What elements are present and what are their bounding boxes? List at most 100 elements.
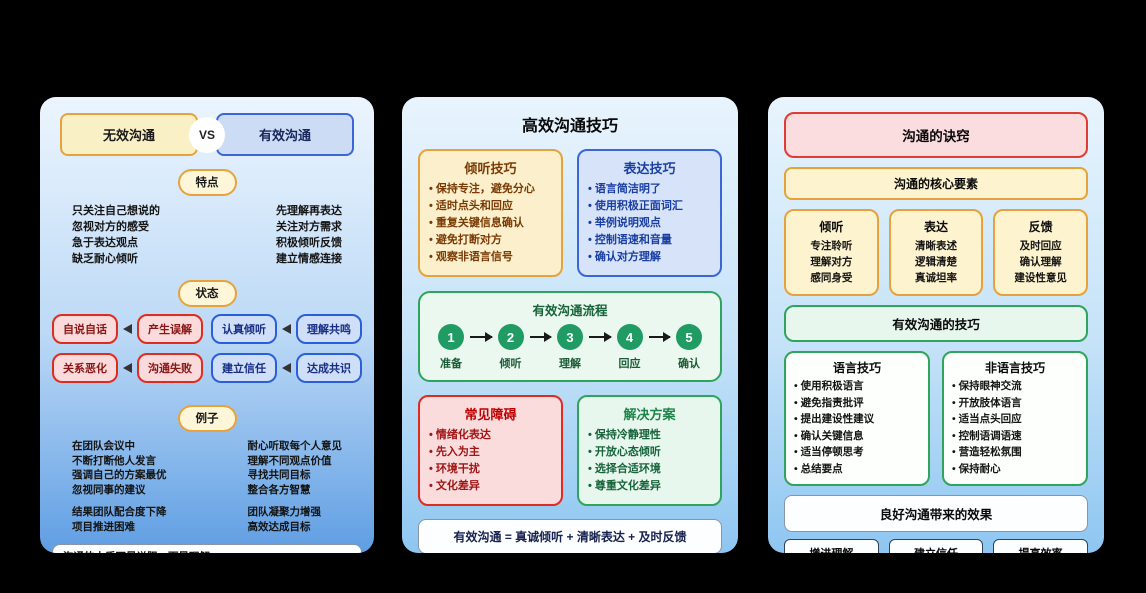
- card-item: 理解对方: [810, 256, 853, 268]
- listening-skills-list: 保持专注，避免分心 适时点头和回应 重复关键信息确认 避免打断对方 观察非语言信…: [429, 181, 552, 266]
- card-item: 真诚坦率: [915, 272, 957, 284]
- communication-formula: 有效沟通 = 真诚倾听 + 清晰表达 + 及时反馈: [418, 519, 722, 553]
- flow-step: 3 理解: [551, 324, 589, 371]
- card-item: 感同身受: [810, 272, 853, 284]
- positive-examples-list: 耐心听取每个人意见 理解不同观点价值 寻找共同目标 整合各方智慧 团队凝聚力增强…: [248, 439, 343, 534]
- status-node: 达成共识: [296, 353, 362, 383]
- skill-item: 适时点头和回应: [429, 198, 552, 215]
- flow-steps: 1 准备 2 倾听 3 理解 4 回应: [432, 324, 708, 371]
- verbal-item: 提出建设性建议: [794, 411, 920, 428]
- arrow-right-icon: [470, 332, 492, 342]
- solution-item: 开放心态倾听: [588, 444, 711, 461]
- examples-columns: 在团队会议中 不断打断他人发言 强调自己的方案最优 忽视同事的建议 结果团队配合…: [40, 439, 374, 534]
- solutions-box: 解决方案 保持冷静理性 开放心态倾听 选择合适环境 尊重文化差异: [577, 395, 722, 506]
- feature-item: 积极倾听反馈: [276, 237, 342, 249]
- skill-item: 控制语速和音量: [588, 232, 711, 249]
- status-section: 自说自话 产生误解 关系恶化 沟通失败 认真倾听 理解共鸣 建立信任: [40, 314, 374, 392]
- card-title: 反馈: [1028, 220, 1053, 234]
- effective-title-box: 有效沟通: [216, 113, 354, 156]
- nonverbal-item: 控制语调语速: [952, 428, 1078, 445]
- positive-status-group: 认真倾听 理解共鸣 建立信任 达成共识: [211, 314, 362, 392]
- example-result: 项目推进困难: [72, 520, 135, 533]
- box-title: 表达技巧: [623, 161, 676, 176]
- skill-item: 语言简洁明了: [588, 181, 711, 198]
- verbal-item: 适当停顿思考: [794, 444, 920, 461]
- feature-item: 忽视对方的感受: [72, 221, 149, 233]
- core-elements-header: 沟通的核心要素: [784, 167, 1088, 200]
- verbal-item: 避免指责批评: [794, 395, 920, 412]
- vs-header: 无效沟通 VS 有效沟通: [40, 113, 374, 156]
- nonverbal-item: 适当点头回应: [952, 411, 1078, 428]
- arrow-right-icon: [648, 332, 671, 342]
- ineffective-features-list: 只关注自己想说的 忽视对方的感受 急于表达观点 缺乏耐心倾听: [72, 203, 160, 267]
- example-result: 高效达成目标: [247, 520, 311, 533]
- nonverbal-item: 保持眼神交流: [952, 378, 1078, 395]
- obstacle-item: 环境干扰: [429, 461, 552, 478]
- step-number: 2: [497, 324, 524, 350]
- solutions-list: 保持冷静理性 开放心态倾听 选择合适环境 尊重文化差异: [588, 427, 711, 495]
- flow-title: 有效沟通流程: [532, 304, 608, 318]
- effective-skills-header: 有效沟通的技巧: [784, 305, 1088, 342]
- card-item: 逻辑清楚: [915, 256, 957, 268]
- arrow-left-icon: [282, 324, 291, 334]
- core-card-expressing: 表达 清晰表述 逻辑清楚 真诚坦率: [888, 209, 984, 296]
- status-node: 建立信任: [211, 353, 277, 383]
- box-title: 常见障碍: [464, 407, 517, 422]
- card-item: 专注聆听: [810, 240, 853, 252]
- card-item: 确认理解: [1019, 256, 1062, 268]
- verbal-nonverbal-row: 语言技巧 使用积极语言 避免指责批评 提出建设性建议 确认关键信息 适当停顿思考…: [784, 351, 1088, 486]
- card-item: 及时回应: [1019, 240, 1062, 252]
- expressing-skills-list: 语言简洁明了 使用积极正面词汇 举例说明观点 控制语速和音量 确认对方理解: [588, 181, 711, 266]
- example-result: 结果团队配合度下降: [72, 506, 167, 518]
- nonverbal-skills-box: 非语言技巧 保持眼神交流 开放肢体语言 适当点头回应 控制语调语速 营造轻松氛围…: [942, 351, 1088, 486]
- feature-item: 先理解再表达: [276, 205, 342, 217]
- status-node: 理解共鸣: [296, 314, 362, 344]
- step-number: 5: [676, 324, 702, 350]
- features-columns: 只关注自己想说的 忽视对方的感受 急于表达观点 缺乏耐心倾听 先理解再表达 关注…: [40, 203, 374, 267]
- skill-item: 重复关键信息确认: [429, 215, 552, 232]
- example-item: 忽视同事的建议: [72, 483, 146, 496]
- example-item: 整合各方智慧: [247, 483, 311, 496]
- solution-item: 尊重文化差异: [588, 478, 711, 495]
- obstacle-item: 先入为主: [429, 444, 552, 461]
- effect-item: 增进理解: [784, 539, 879, 553]
- nonverbal-item: 开放肢体语言: [952, 395, 1078, 412]
- skill-item: 观察非语言信号: [429, 249, 552, 266]
- feature-item: 关注对方需求: [276, 221, 342, 233]
- box-title: 语言技巧: [832, 361, 881, 375]
- card-title: 倾听: [819, 220, 844, 234]
- effects-row: 增进理解 建立信任 提高效率: [784, 539, 1089, 553]
- card-item: 建设性意见: [1014, 272, 1067, 284]
- obstacle-item: 文化差异: [429, 478, 552, 495]
- arrow-right-icon: [589, 332, 611, 342]
- skill-item: 保持专注，避免分心: [429, 181, 552, 198]
- effects-header: 良好沟通带来的效果: [784, 495, 1088, 532]
- example-item: 耐心听取每个人意见: [247, 440, 343, 452]
- step-number: 1: [438, 324, 464, 350]
- obstacle-item: 情绪化表达: [429, 427, 552, 444]
- feature-item: 急于表达观点: [72, 237, 138, 249]
- effect-item: 建立信任: [888, 539, 984, 553]
- nonverbal-item: 保持耐心: [952, 461, 1078, 478]
- example-item: 强调自己的方案最优: [72, 469, 167, 481]
- core-card-listening: 倾听 专注聆听 理解对方 感同身受: [784, 209, 879, 296]
- panel-ineffective-vs-effective: 无效沟通 VS 有效沟通 特点 只关注自己想说的 忽视对方的感受 急于表达观点 …: [40, 97, 374, 553]
- features-badge: 特点: [177, 169, 237, 196]
- effect-item: 提高效率: [993, 539, 1089, 553]
- feature-item: 建立情感连接: [276, 253, 342, 265]
- obstacles-box: 常见障碍 情绪化表达 先入为主 环境干扰 文化差异: [418, 395, 563, 506]
- status-badge: 状态: [177, 280, 237, 307]
- skill-item: 举例说明观点: [588, 215, 711, 232]
- negative-status-group: 自说自话 产生误解 关系恶化 沟通失败: [52, 314, 203, 392]
- solution-item: 保持冷静理性: [588, 427, 711, 444]
- flow-step: 5 确认: [670, 324, 708, 371]
- effective-features-list: 先理解再表达 关注对方需求 积极倾听反馈 建立情感连接: [276, 203, 342, 267]
- communication-flow-box: 有效沟通流程 1 准备 2 倾听 3 理解 4: [418, 291, 722, 382]
- verbal-item: 总结要点: [794, 461, 920, 478]
- verbal-item: 确认关键信息: [794, 428, 920, 445]
- skill-item: 使用积极正面词汇: [588, 198, 711, 215]
- feature-item: 只关注自己想说的: [72, 205, 160, 217]
- example-item: 寻找共同目标: [247, 469, 311, 481]
- verbal-skills-box: 语言技巧 使用积极语言 避免指责批评 提出建设性建议 确认关键信息 适当停顿思考…: [784, 351, 930, 486]
